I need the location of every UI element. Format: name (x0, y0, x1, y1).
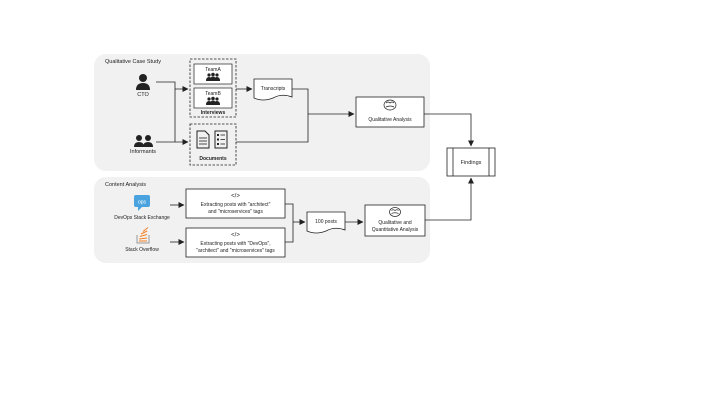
qualquant-to-findings-connector (425, 177, 474, 221)
qualitative-to-findings-connector (424, 113, 474, 147)
team-a-group-icon (206, 72, 220, 81)
qualitative-analysis-label: Qualitative Analysis (368, 117, 412, 123)
devops-stackexchange-logo: ops (134, 195, 150, 211)
informants-icon (134, 135, 153, 147)
qual-quant-line2: Quantitative Analysis (372, 227, 419, 233)
transcripts-to-merge-connector (292, 88, 309, 114)
code-icon: </> (231, 194, 240, 200)
document-icon (196, 130, 210, 149)
extract-devops-box (185, 188, 286, 219)
extract-stackoverflow-line1: Extracting posts with "DevOps", (200, 241, 270, 247)
informants-label: Informants (130, 149, 156, 155)
extract2-to-merge-connector (285, 222, 294, 243)
svg-text:ops: ops (138, 200, 147, 206)
extract-stackoverflow-line2: "architect" and "microservices" tags (196, 248, 275, 254)
posts-label: 100 posts (315, 219, 337, 225)
cto-label: CTO (137, 92, 149, 98)
qualitative-panel-title: Qualitative Case Study (105, 59, 161, 65)
stackoverflow-logo (136, 227, 150, 244)
content-panel-title: Content Analysis (105, 182, 146, 188)
code-icon: </> (231, 233, 240, 239)
extract-stackoverflow-box (185, 227, 286, 258)
documents-to-merge-connector (236, 114, 309, 143)
findings-box (446, 147, 496, 177)
cto-connector (156, 81, 189, 92)
posts-document (306, 211, 346, 234)
stackoverflow-label: Stack Overflow (125, 247, 159, 253)
devops-label: DevOps Stack Exchange (114, 215, 170, 221)
brain-icon (389, 207, 401, 217)
transcripts-document (253, 78, 293, 101)
extract-devops-line1: Extracting posts with "architect" (201, 202, 271, 208)
extract1-to-merge-connector (285, 203, 294, 222)
interviews-label: Interviews (201, 110, 226, 116)
team-b-group-icon (206, 96, 220, 105)
documents-label: Documents (199, 156, 226, 162)
team-a-label: TeamA (205, 67, 221, 73)
documents-group (189, 123, 237, 166)
content-analysis-panel (94, 177, 430, 263)
checklist-icon (214, 130, 228, 149)
qualitative-analysis-box (355, 96, 425, 128)
team-b-label: TeamB (205, 91, 221, 97)
cto-icon (136, 74, 150, 90)
extract-devops-line2: and "microservices" tags (208, 209, 263, 215)
findings-label: Findings (461, 160, 482, 166)
brain-icon (383, 99, 397, 111)
qual-quant-line1: Qualitative and (378, 220, 412, 226)
transcripts-label: Transcripts (261, 86, 286, 92)
